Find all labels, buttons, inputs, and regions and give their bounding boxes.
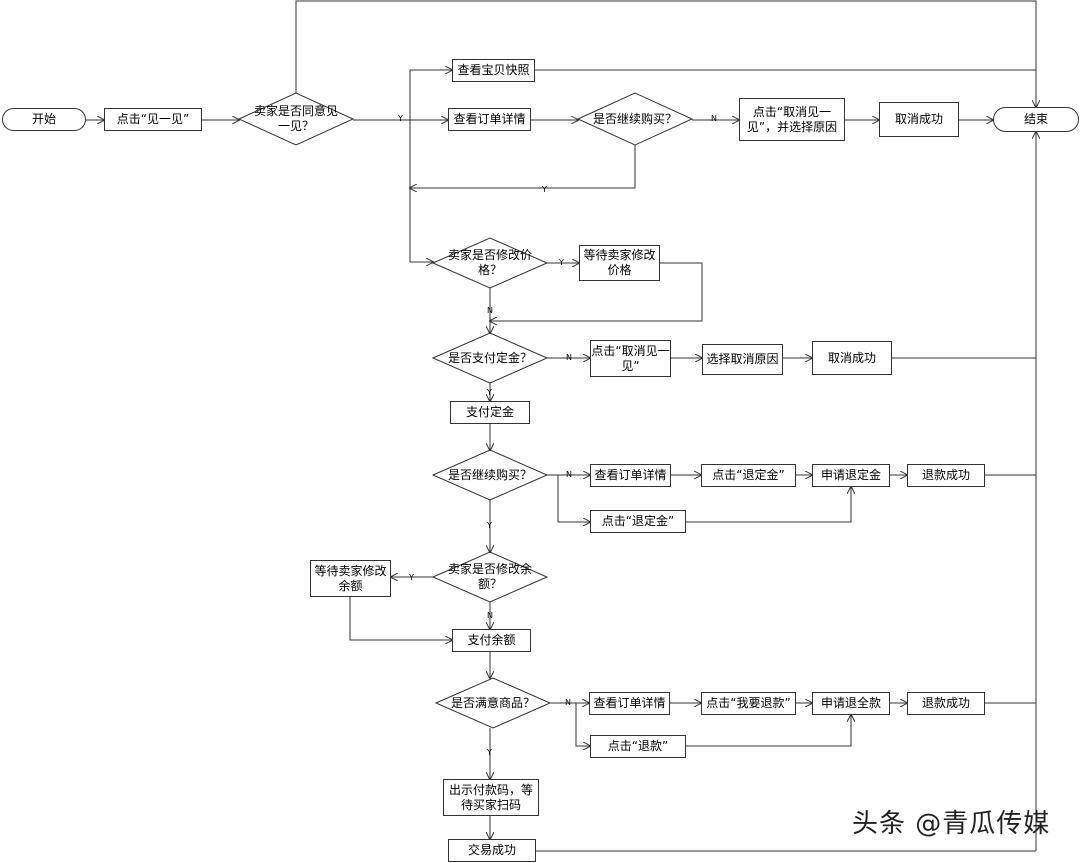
- click-refund-deposit-step-2: 点击“退定金”: [590, 510, 686, 533]
- decision-pay-deposit-label: 是否支付定金？: [447, 350, 532, 365]
- edge-label-yes: Y: [542, 185, 547, 194]
- edge-continue1-yes-back: [410, 145, 636, 188]
- view-order-step-2: 查看订单详情: [590, 464, 671, 487]
- wait-modify-price-step: 等待卖家修改价格: [579, 245, 660, 281]
- edge-label-yes: Y: [487, 748, 492, 757]
- click-want-refund-step: 点击“我要退款”: [701, 692, 796, 715]
- show-pay-code-step: 出示付款码，等待买家扫码: [443, 779, 539, 816]
- edge-label-no: N: [487, 611, 493, 620]
- decision-modify-price-label: 卖家是否修改价格？: [447, 248, 532, 277]
- refund-success-step-2: 退款成功: [907, 692, 985, 715]
- pay-balance-step: 支付余额: [452, 629, 531, 652]
- decision-seller-agree-shape: [237, 92, 355, 146]
- pay-deposit-step: 支付定金: [450, 401, 530, 424]
- select-cancel-reason-step: 选择取消原因: [702, 344, 783, 375]
- click-cancel-meet-step: 点击“取消见一见”: [590, 340, 671, 377]
- cancel-meet-reason-step: 点击“取消见一见”，并选择原因: [739, 98, 845, 141]
- cancel-success-step-1: 取消成功: [879, 102, 959, 137]
- click-refund-step: 点击“退款”: [590, 735, 686, 758]
- edge-label-yes: Y: [559, 258, 564, 267]
- click-refund-deposit-step-1: 点击“退定金”: [701, 464, 796, 487]
- click-meet-step: 点击“见一见”: [104, 108, 202, 131]
- edge-label-no: N: [566, 470, 572, 479]
- edge-label-yes: Y: [487, 388, 492, 397]
- edge-label-yes: Y: [398, 114, 403, 123]
- wait-modify-balance-step: 等待卖家修改余额: [310, 560, 391, 597]
- edge-label-no: N: [565, 698, 571, 707]
- refund-success-step-1: 退款成功: [907, 464, 985, 487]
- decision-satisfied-label: 是否满意商品？: [450, 695, 535, 710]
- edge-satisfied-branch-down: [575, 703, 590, 746]
- edge-decision-top-loop-to-end: [295, 0, 1036, 107]
- trade-success-step: 交易成功: [448, 839, 536, 862]
- decision-continue-2-label: 是否继续购买？: [447, 467, 532, 482]
- edge-click-refund-deposit2-to-apply: [686, 487, 851, 523]
- edge-label-yes: Y: [409, 573, 414, 582]
- decision-modify-balance-label: 卖家是否修改余额？: [447, 562, 532, 591]
- decision-modify-balance-shape: [431, 551, 549, 603]
- edge-label-yes: Y: [487, 521, 492, 530]
- cancel-success-step-2: 取消成功: [812, 341, 892, 375]
- view-order-step-1: 查看订单详情: [448, 108, 531, 131]
- watermark-text: 头条 @青瓜传媒: [852, 809, 1051, 839]
- decision-continue-1-label: 是否继续购买？: [592, 111, 677, 126]
- edge-click-refund-to-apply: [686, 715, 851, 747]
- end-terminal: 结束: [993, 107, 1079, 132]
- edge-wait-balance-to-pay: [349, 597, 452, 640]
- start-terminal: 开始: [2, 108, 86, 131]
- apply-full-refund-step: 申请退全款: [812, 692, 890, 715]
- edge-label-no: N: [566, 353, 572, 362]
- decision-continue-1-shape: [576, 92, 694, 146]
- edge-label-no: N: [711, 114, 717, 123]
- decision-seller-agree-label: 卖家是否同意见一见？: [253, 104, 338, 133]
- view-snapshot-step: 查看宝贝快照: [452, 59, 535, 82]
- apply-refund-deposit-step: 申请退定金: [812, 464, 890, 487]
- view-order-step-3: 查看订单详情: [589, 692, 670, 715]
- edge-continue2-branch-down: [557, 475, 590, 522]
- edge-wait-price-loop: [490, 262, 703, 321]
- edge-label-no: N: [487, 306, 493, 315]
